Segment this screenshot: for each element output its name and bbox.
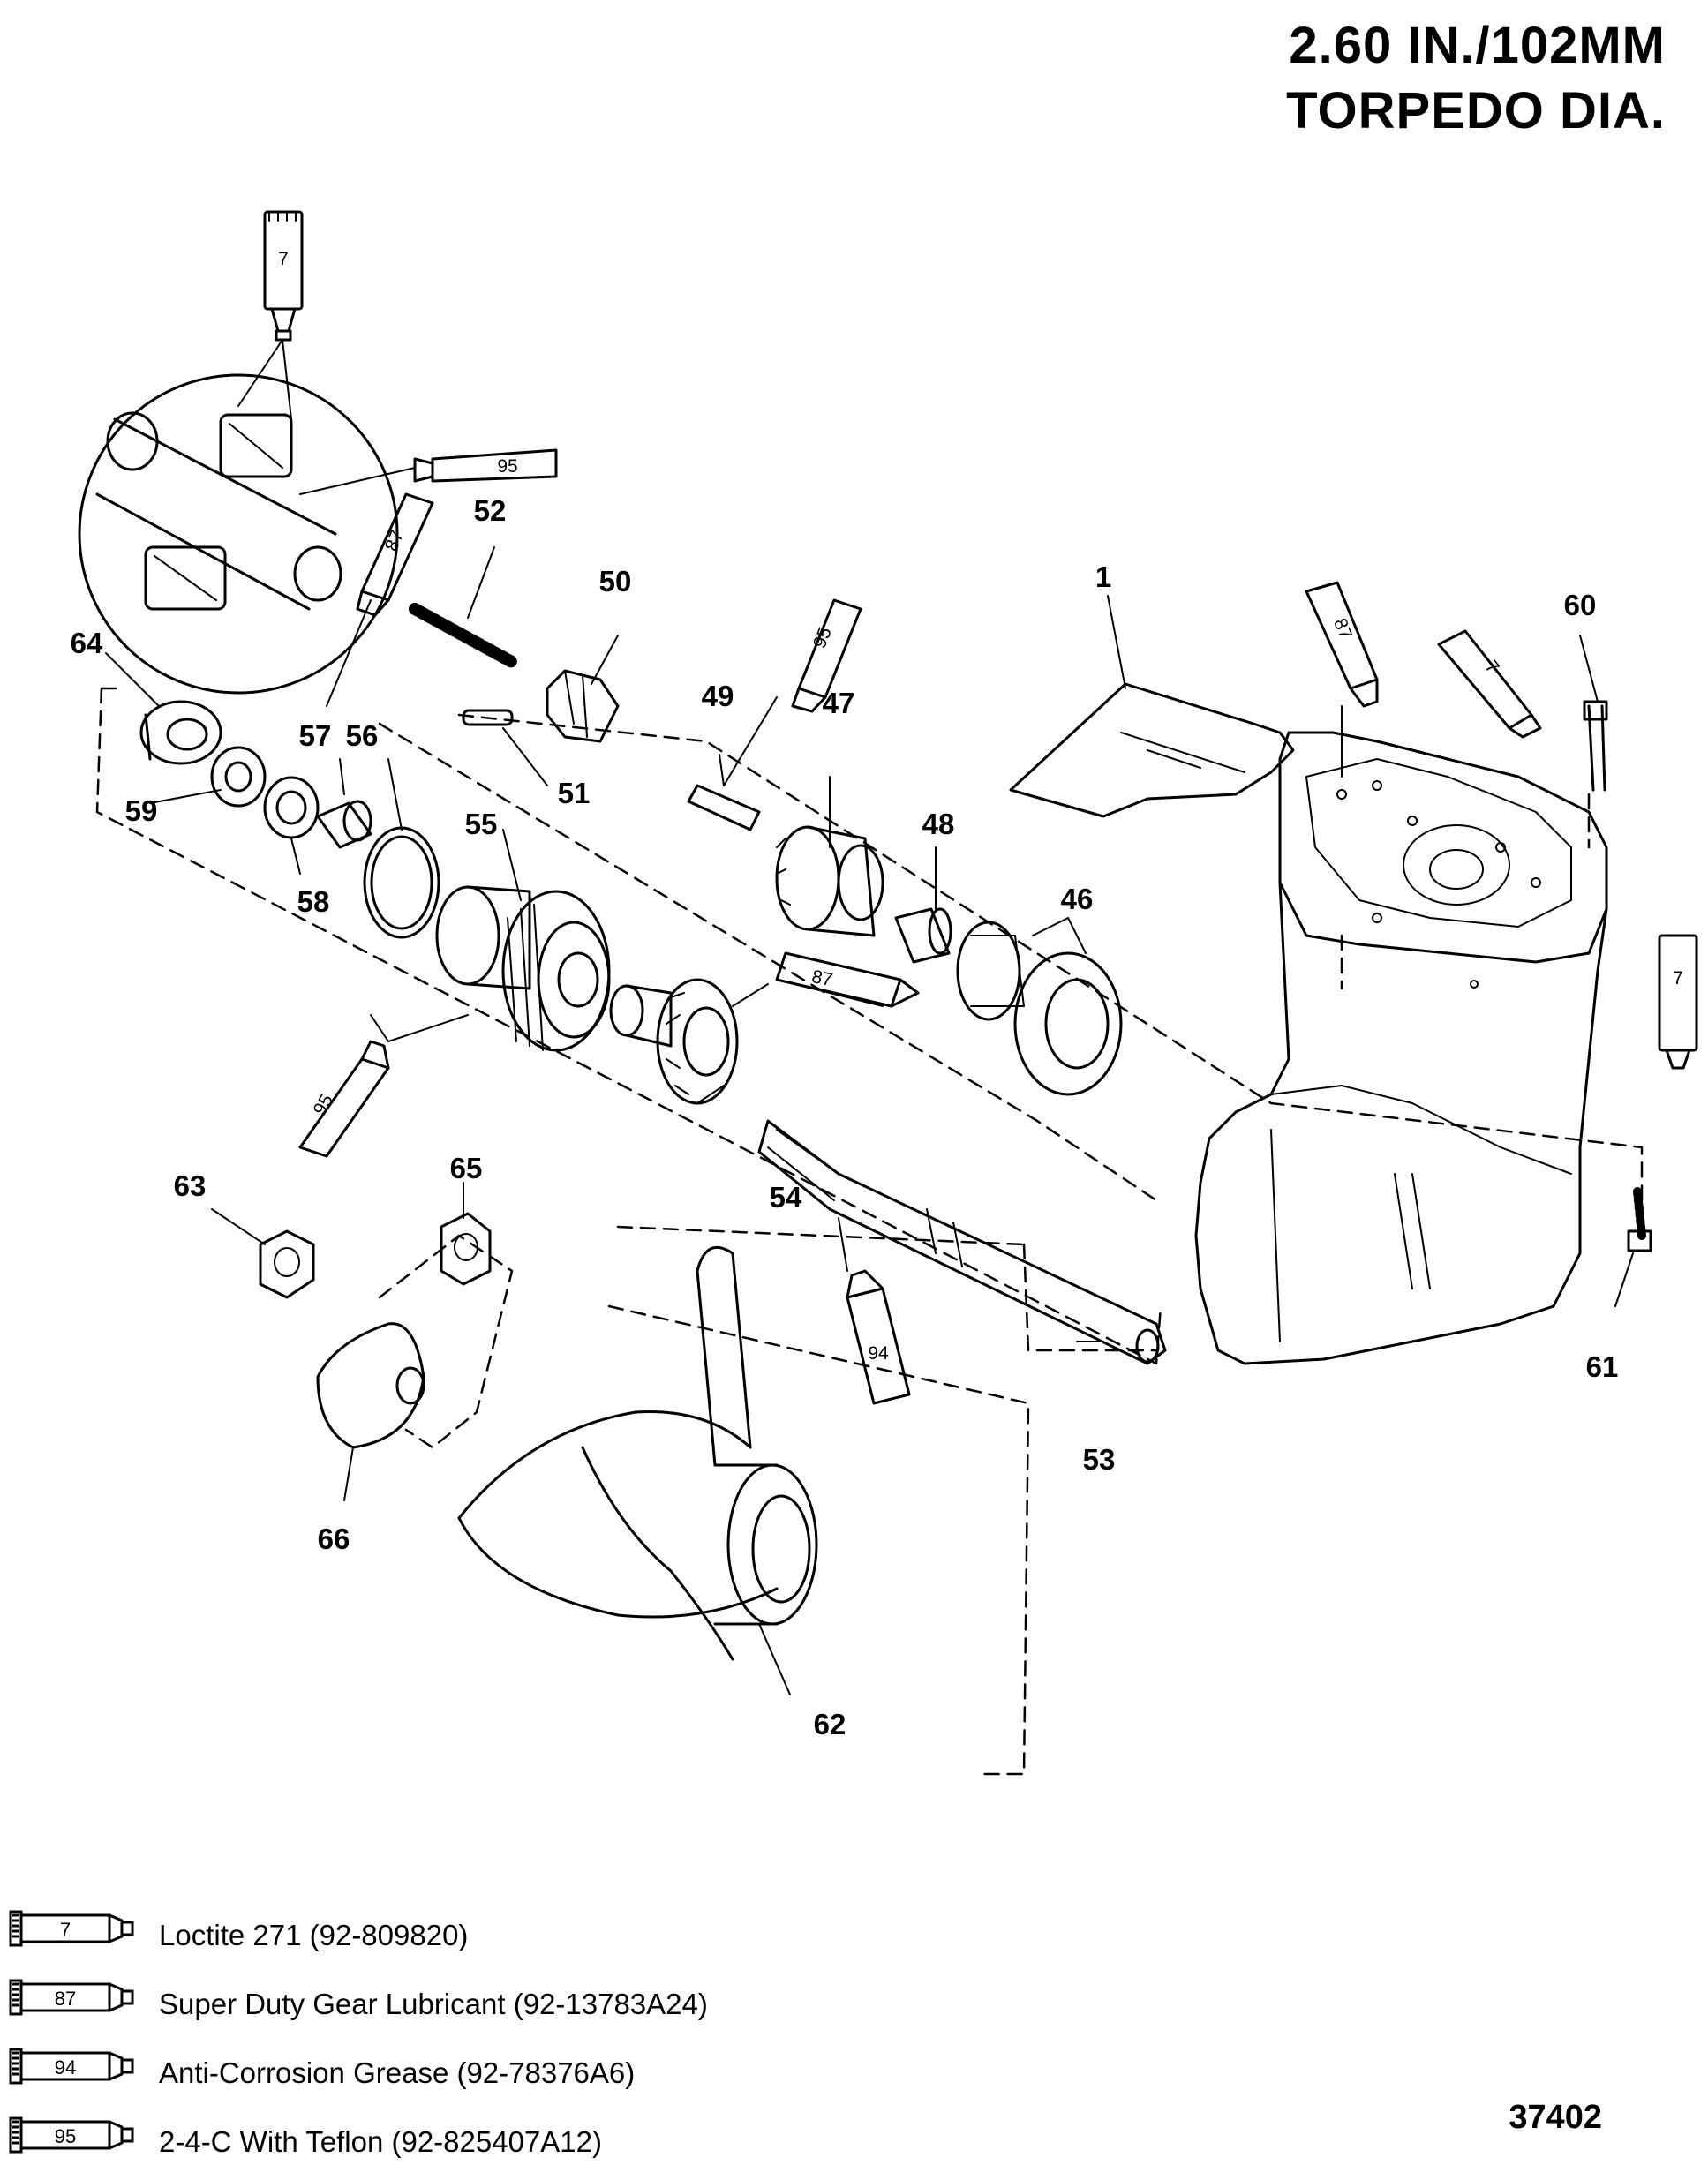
legend-code: 95 — [55, 2125, 76, 2147]
part-63-nut — [259, 1229, 315, 1299]
figure-number: 37402 — [1509, 2099, 1602, 2136]
part-66-propeller-nut-cone — [316, 1322, 425, 1449]
sealant-tube-7-right: 7 — [1658, 934, 1698, 1070]
callout-63: 63 — [174, 1169, 207, 1202]
part-61-screw — [1627, 1187, 1652, 1252]
leader-lines — [105, 339, 1634, 1695]
part-55-bearing-carrier — [435, 885, 611, 1052]
sealant-tube-95-lower: 95 — [298, 1040, 390, 1158]
callout-55: 55 — [465, 808, 498, 840]
callout-47: 47 — [823, 687, 855, 719]
tube-label: 7 — [278, 249, 289, 269]
sealant-legend: 7 Loctite 271 (92-809820) 87 Super Duty … — [7, 1905, 1155, 2180]
callout-66: 66 — [318, 1522, 350, 1555]
callout-54: 54 — [770, 1181, 802, 1214]
legend-row: 95 2-4-C With Teflon (92-825407A12) — [7, 2111, 1155, 2180]
callout-51: 51 — [558, 777, 591, 809]
callout-64: 64 — [71, 627, 103, 659]
callout-65: 65 — [450, 1152, 483, 1184]
legend-text: Loctite 271 (92-809820) — [159, 1919, 469, 1951]
tube-label: 95 — [310, 1091, 338, 1119]
callout-57: 57 — [299, 719, 332, 752]
tube-label: 87 — [810, 966, 835, 990]
tube-label: 95 — [497, 456, 517, 477]
legend-text: Anti-Corrosion Grease (92-78376A6) — [159, 2056, 636, 2089]
part-47-forward-gear — [775, 825, 884, 937]
assembly-dashed-lines — [95, 687, 1644, 1776]
part-49-pin — [687, 784, 761, 831]
callout-56: 56 — [346, 719, 379, 752]
legend-code: 7 — [60, 1919, 71, 1941]
gear-housing — [1009, 682, 1608, 1365]
callout-60: 60 — [1564, 589, 1597, 621]
callout-50: 50 — [599, 565, 632, 598]
callout-59: 59 — [125, 794, 158, 827]
tube-icon: 94 — [9, 2048, 134, 2085]
sealant-tube-87-mid: 87 — [775, 951, 920, 1008]
diagram-title-line-1: 2.60 IN./102MM — [1289, 17, 1666, 74]
diagram-title-line-2: TORPEDO DIA. — [1286, 82, 1666, 139]
callout-62: 62 — [814, 1708, 846, 1740]
sealant-tube-87-housing: 87 — [1305, 581, 1379, 708]
callout-1: 1 — [1095, 560, 1111, 593]
part-51-cross-pin — [462, 709, 514, 726]
tube-icon: 95 — [9, 2116, 134, 2154]
sealant-tube-94: 94 — [846, 1269, 911, 1405]
sealant-tube-95-zoom: 95 — [413, 448, 558, 483]
part-65-locknut — [440, 1212, 492, 1286]
callout-49: 49 — [702, 680, 734, 712]
callout-58: 58 — [297, 885, 330, 918]
part-48-bushing — [894, 907, 952, 964]
legend-text: 2-4-C With Teflon (92-825407A12) — [159, 2125, 602, 2158]
part-60-bolt — [1583, 700, 1608, 792]
part-54-reverse-gear — [609, 978, 739, 1105]
callout-61: 61 — [1586, 1350, 1619, 1383]
tube-label: 87 — [381, 527, 408, 553]
legend-row: 94 Anti-Corrosion Grease (92-78376A6) — [7, 2042, 1155, 2111]
tube-icon: 87 — [9, 1979, 134, 2016]
detail-zoom-circle — [78, 373, 399, 695]
part-62-propeller — [457, 1245, 818, 1661]
callout-46: 46 — [1061, 883, 1094, 915]
part-59-washer — [210, 746, 267, 808]
part-57-bushing — [316, 800, 372, 849]
legend-code: 87 — [55, 1988, 76, 2010]
legend-row: 7 Loctite 271 (92-809820) — [7, 1905, 1155, 1973]
callout-52: 52 — [474, 494, 507, 527]
part-58-seal — [263, 776, 320, 839]
part-64-retainer — [139, 700, 222, 765]
sealant-tube-7-housing: 7 — [1437, 629, 1542, 739]
tube-icon: 7 — [9, 1910, 134, 1947]
callout-48: 48 — [922, 808, 955, 840]
part-46-tapered-bearing — [956, 921, 1123, 1096]
tube-label: 95 — [809, 624, 836, 650]
sealant-tube-7-top: 7 — [263, 210, 304, 342]
legend-text: Super Duty Gear Lubricant (92-13783A24) — [159, 1988, 708, 2020]
part-53-propeller-shaft — [757, 1119, 1167, 1365]
part-56-o-ring — [363, 826, 440, 939]
part-52-spring — [409, 603, 518, 668]
legend-row: 87 Super Duty Gear Lubricant (92-13783A2… — [7, 1973, 1155, 2042]
tube-label: 94 — [868, 1343, 889, 1364]
legend-code: 94 — [55, 2056, 76, 2079]
part-50-clutch — [546, 669, 620, 743]
callout-53: 53 — [1083, 1443, 1116, 1476]
callout-numbers: 1 46 47 48 49 50 51 52 53 54 55 56 57 58… — [71, 494, 1619, 1740]
tube-label: 7 — [1673, 968, 1683, 989]
